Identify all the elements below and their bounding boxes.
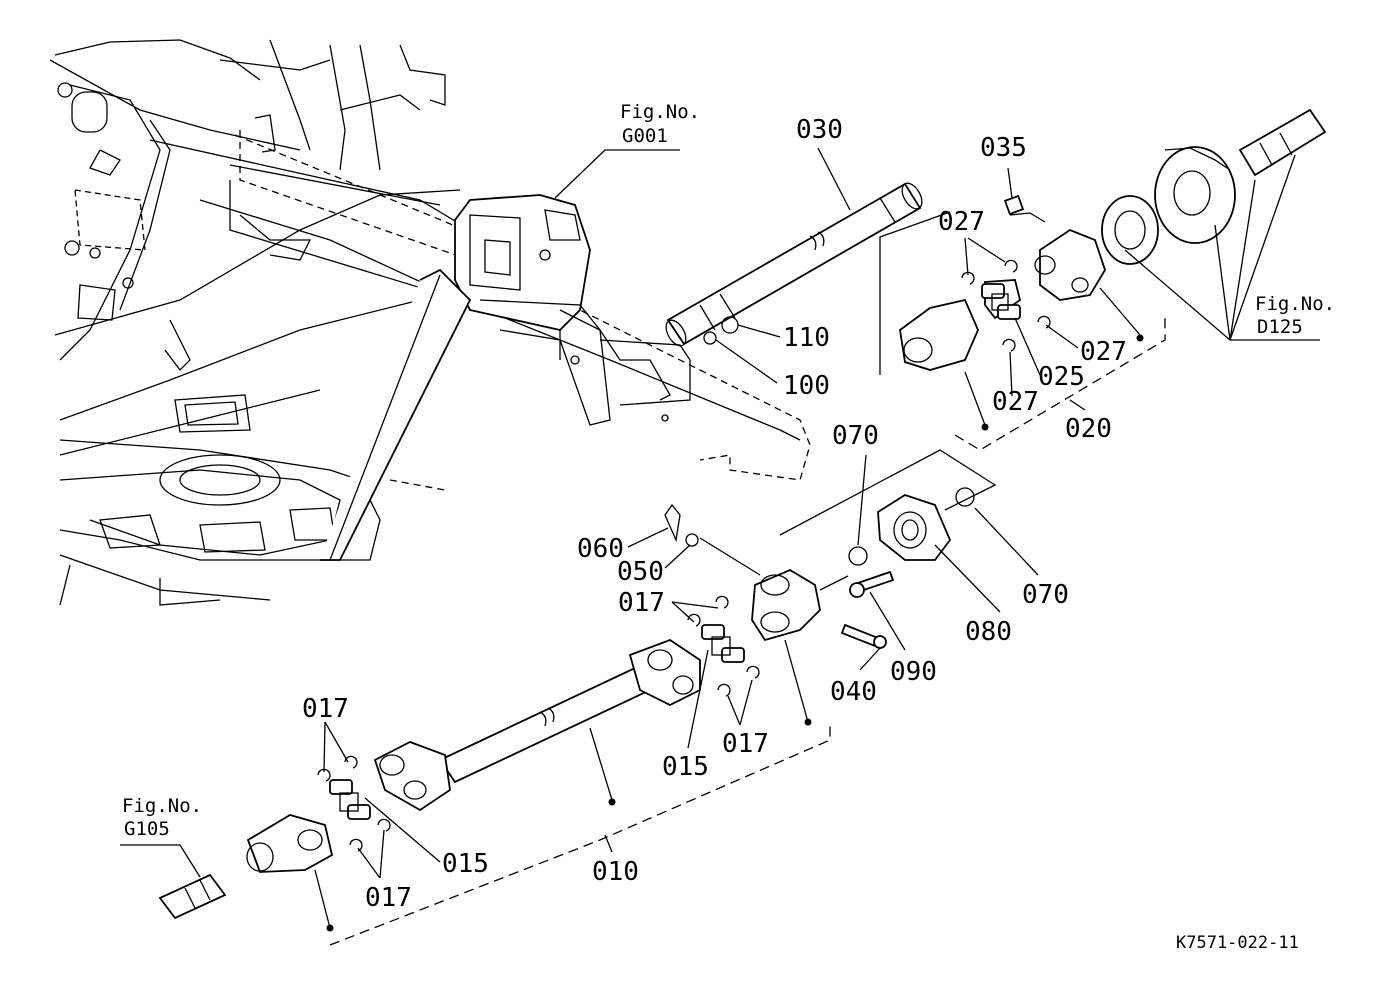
propeller-shaft-010 <box>373 638 701 812</box>
part-label-070-right: 070 <box>1022 580 1069 610</box>
part-label-050: 050 <box>617 557 664 587</box>
cotter-pin-060 <box>664 503 681 543</box>
part-label-100: 100 <box>783 371 830 401</box>
part-label-040: 040 <box>830 677 877 707</box>
pin-040 <box>840 623 887 649</box>
shaft-030 <box>665 182 923 347</box>
part-label-110: 110 <box>783 323 830 353</box>
tractor-frame <box>49 39 811 606</box>
bolt-090 <box>849 570 895 598</box>
bearing-housing-080 <box>877 494 952 561</box>
fig-ref-d125-line2: D125 <box>1257 316 1303 338</box>
cross-joint-025 <box>981 283 1021 320</box>
part-label-060: 060 <box>577 534 624 564</box>
part-label-017-left-bottom: 017 <box>365 883 412 913</box>
cross-joint-015-middle <box>701 624 745 663</box>
collar-110 <box>721 316 739 334</box>
part-label-017-middle-bottom: 017 <box>722 729 769 759</box>
part-label-070-top: 070 <box>832 421 879 451</box>
part-label-027-right: 027 <box>1080 337 1127 367</box>
snap-ring-070-right <box>955 487 975 507</box>
fig-ref-g105-line1: Fig.No. <box>122 795 202 817</box>
part-label-015-middle: 015 <box>662 752 709 782</box>
cross-joint-015-left <box>329 779 371 820</box>
part-label-027-top: 027 <box>938 207 985 237</box>
universal-joint-020 <box>899 108 1327 371</box>
part-label-010: 010 <box>592 857 639 887</box>
part-label-090: 090 <box>890 657 937 687</box>
fig-ref-g001-line1: Fig.No. <box>620 101 700 123</box>
leader-dots <box>326 334 1144 932</box>
part-label-017-middle-top: 017 <box>618 588 665 618</box>
fig-ref-g001-line2: G001 <box>622 125 668 147</box>
snap-rings <box>317 259 1051 852</box>
part-label-035: 035 <box>980 133 1027 163</box>
drawing-code: K7571-022-11 <box>1176 933 1299 953</box>
snap-ring-070-left <box>848 546 868 566</box>
part-label-015-left: 015 <box>442 849 489 879</box>
part-label-027-bottom: 027 <box>992 387 1039 417</box>
part-label-080: 080 <box>965 617 1012 647</box>
labels: Fig.No. G001 Fig.No. D125 Fig.No. G105 0… <box>122 101 1335 953</box>
washer-100 <box>703 331 717 345</box>
leader-lines <box>120 147 1320 946</box>
part-label-020: 020 <box>1065 414 1112 444</box>
end-yoke-left <box>158 814 334 920</box>
part-label-025: 025 <box>1038 362 1085 392</box>
part-label-030: 030 <box>796 115 843 145</box>
part-label-017-left-top: 017 <box>302 694 349 724</box>
fig-ref-d125-line1: Fig.No. <box>1255 293 1335 315</box>
washer-050 <box>685 533 699 547</box>
middle-yoke <box>751 568 849 642</box>
fig-ref-g105-line2: G105 <box>124 818 170 840</box>
